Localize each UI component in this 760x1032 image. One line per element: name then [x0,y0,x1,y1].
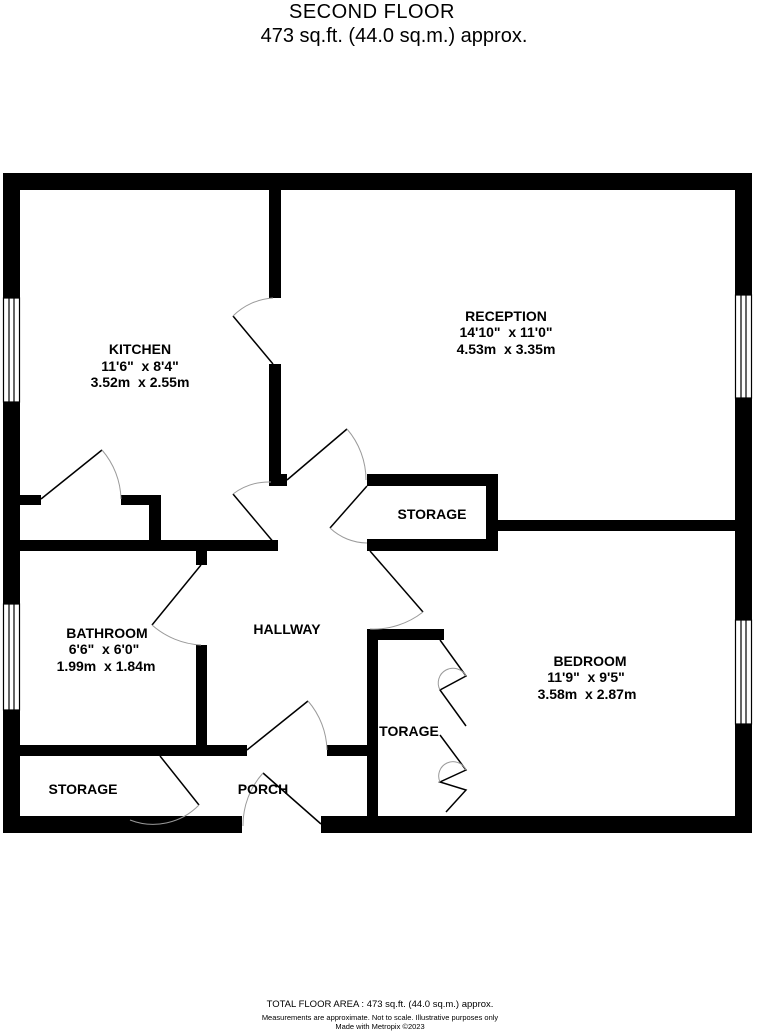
storage-hall-name: STORAGE [398,506,467,522]
wall-kitchen-cupboard-side [149,495,161,545]
wall-bathroom-bottom [20,745,247,756]
bathroom-imperial: 6'6" x 6'0" [69,641,140,657]
door-hallway-bedroom [369,550,424,630]
wall-top [3,173,752,190]
wall-bathroom-top-stub [196,551,207,565]
wall-reception-bedroom [498,520,735,531]
wall-bathroom-right [196,645,207,748]
wall-kitchen-cupboard-left [20,495,41,505]
door-porch-hallway [246,700,328,751]
door-bedroom-wardrobe [437,639,468,813]
footer-total-area: TOTAL FLOOR AREA : 473 sq.ft. (44.0 sq.m… [266,999,494,1010]
reception-imperial: 14'10" x 11'0" [459,324,552,340]
storage-porch-name: STORAGE [49,781,118,797]
floor-title: SECOND FLOOR [288,1,456,23]
floor-area: 473 sq.ft. (44.0 sq.m.) approx. [260,25,528,47]
wall-bedroom-left [367,629,378,829]
bedroom-name: BEDROOM [553,653,626,669]
window-kitchen [2,297,21,403]
wall-bedroom-storage-top [367,629,444,640]
wall-storage-top [367,474,498,486]
wall-right-upper [735,173,752,295]
wall-bottom-left [3,816,242,833]
window-bedroom [734,619,753,725]
door-hallway-storage [329,485,368,544]
wall-right-lower [735,724,752,833]
door-hallway-bathroom [151,564,202,646]
wall-kitchen-cupboard-top [121,495,161,505]
door-front-entrance [242,772,322,827]
wall-left-lower [3,710,20,833]
footer-disclaimer: Measurements are approximate. Not to sca… [261,1013,499,1022]
storage-bedroom-name: TORAGE [379,723,439,739]
door-hallway-kitchen [232,481,276,545]
reception-name: RECEPTION [465,308,547,324]
wall-storage-right [486,474,498,551]
wall-kitchen-reception-upper [269,190,281,298]
wall-kitchen-corner [269,474,287,486]
bathroom-metric: 1.99m x 1.84m [57,658,156,674]
bedroom-imperial: 11'9" x 9'5" [547,669,625,685]
door-kitchen-reception [232,297,274,365]
kitchen-imperial: 11'6" x 8'4" [101,358,179,374]
bedroom-metric: 3.58m x 2.87m [538,686,637,702]
wall-kitchen-reception-lower [269,364,281,484]
doors [40,297,468,827]
wall-left-upper [3,173,20,298]
wall-porch-top-right [327,745,378,756]
kitchen-name: KITCHEN [109,341,171,357]
door-hallway-reception [286,428,367,481]
window-bathroom [2,603,21,711]
room-labels: KITCHEN 11'6" x 8'4" 3.52m x 2.55m RECEP… [49,308,637,797]
door-kitchen-cupboard [40,449,122,500]
porch-name: PORCH [238,781,289,797]
wall-bottom-right [321,816,752,833]
bathroom-name: BATHROOM [66,625,147,641]
reception-metric: 4.53m x 3.35m [457,341,556,357]
hallway-name: HALLWAY [253,621,321,637]
windows [2,294,753,725]
wall-kitchen-bottom [20,540,278,551]
wall-left-mid [3,402,20,604]
footer-credit: Made with Metropix ©2023 [335,1022,425,1031]
wall-storage-bottom [367,539,498,551]
kitchen-metric: 3.52m x 2.55m [91,374,190,390]
window-reception [734,294,753,399]
door-porch-storage [129,755,200,825]
wall-right-mid [735,398,752,620]
walls [3,173,752,833]
